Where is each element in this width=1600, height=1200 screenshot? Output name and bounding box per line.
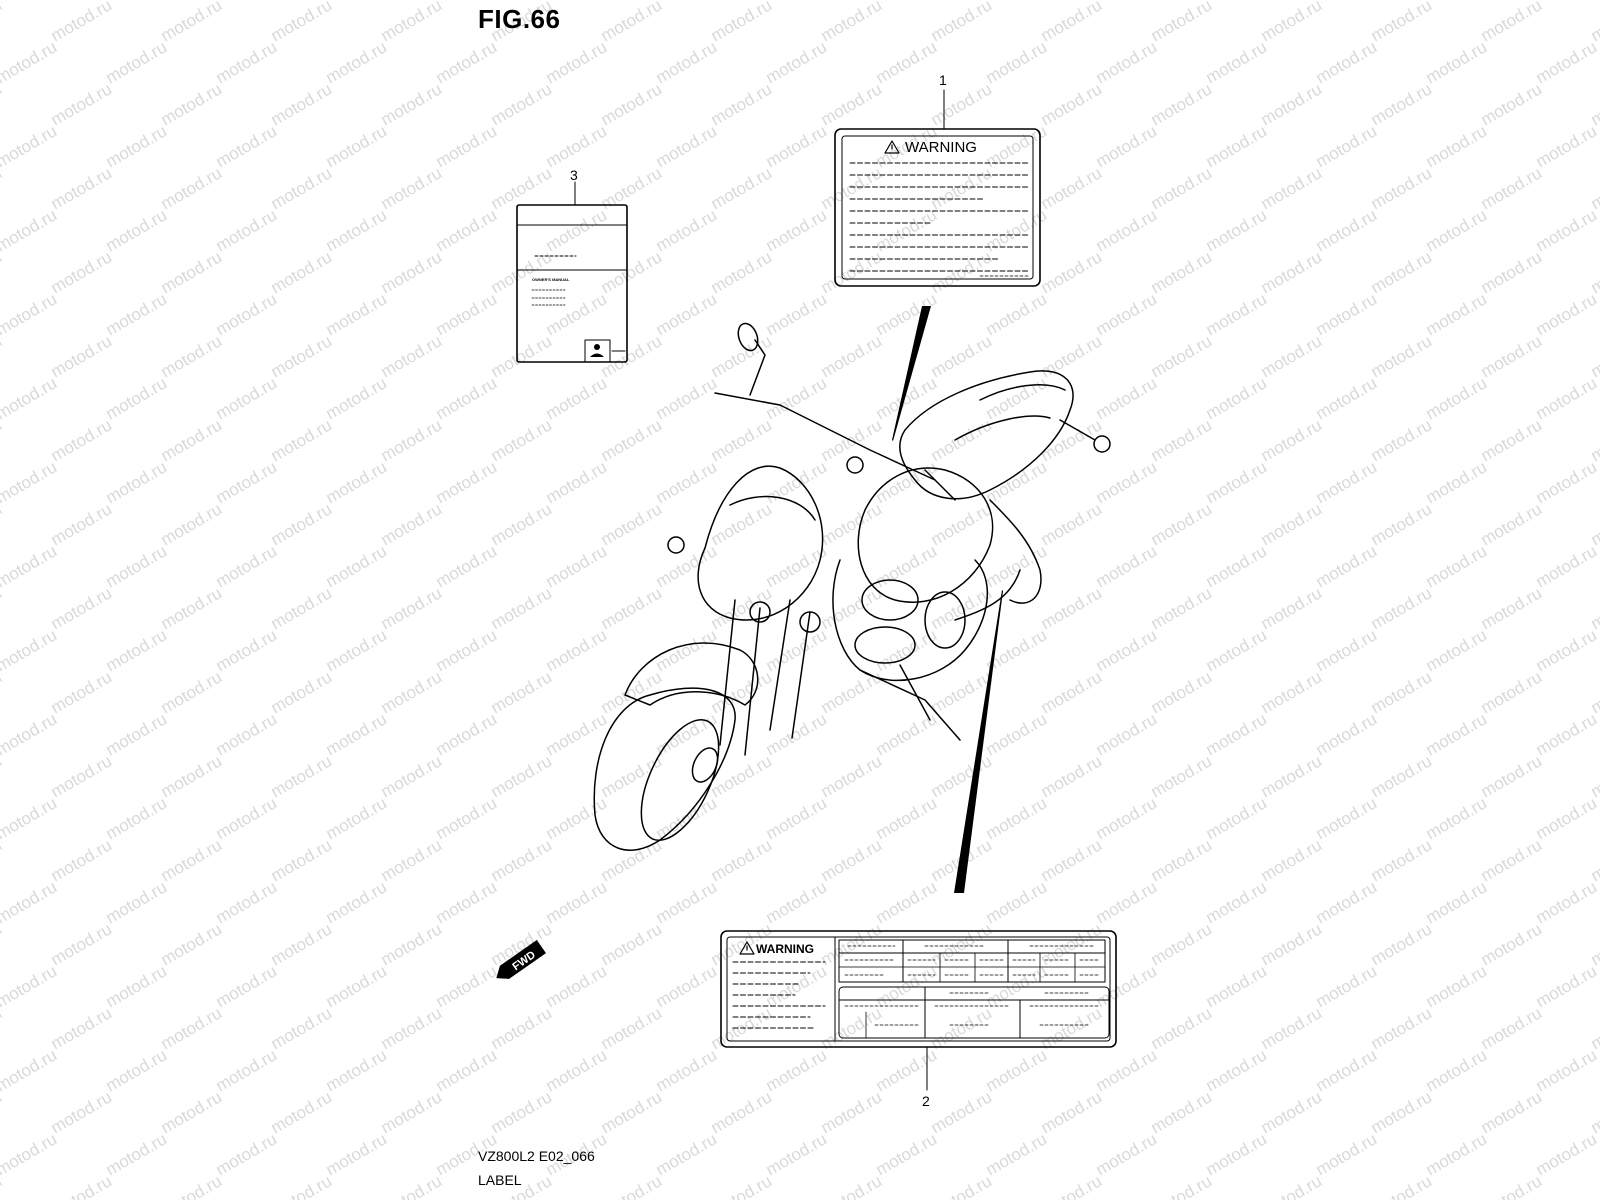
owners-manual-label: [516, 204, 628, 363]
fwd-arrow: FWD: [496, 939, 546, 979]
pointer-wedge-1: [892, 306, 931, 441]
label-2-heading: WARNING: [756, 942, 814, 956]
pointer-wedge-2: [954, 590, 1003, 893]
callout-3: 3: [570, 167, 578, 183]
warning-label-2: [720, 930, 1117, 1048]
figure-code: VZ800L2 E02_066: [478, 1148, 595, 1164]
label-3-heading: OWNER'S MANUAL: [532, 277, 570, 282]
figure-title: FIG.66: [478, 4, 561, 34]
label-1-heading: WARNING: [905, 139, 977, 156]
warning-label-1: [834, 128, 1041, 287]
figure-caption: LABEL: [478, 1172, 522, 1188]
callout-1: 1: [939, 72, 947, 88]
motorcycle-illustration: [593, 322, 1111, 851]
callout-2: 2: [922, 1093, 930, 1109]
